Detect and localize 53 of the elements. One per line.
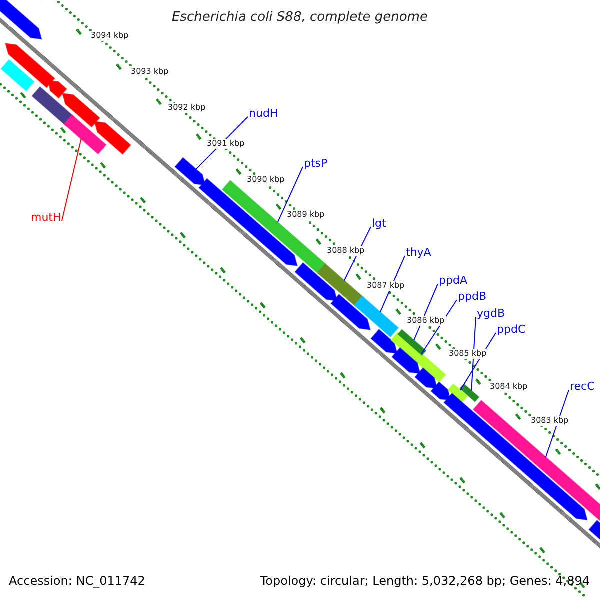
gene-label: thyA bbox=[406, 247, 432, 258]
gene-block bbox=[430, 382, 451, 400]
gene-block bbox=[370, 329, 398, 354]
scale-label: 3087 kbp bbox=[366, 281, 406, 291]
scale-label: 3088 kbp bbox=[326, 246, 366, 256]
gene-bar bbox=[0, 59, 35, 92]
gene-block bbox=[392, 347, 421, 374]
gene-bar bbox=[316, 263, 364, 307]
accession-text: Accession: NC_011742 bbox=[9, 575, 146, 587]
gene-bar bbox=[448, 383, 468, 404]
leader-line bbox=[471, 316, 476, 392]
gene-block bbox=[0, 0, 42, 40]
gene-block bbox=[5, 43, 56, 88]
scale-label: 3085 kbp bbox=[448, 349, 488, 359]
gene-block bbox=[330, 294, 371, 330]
gene-block bbox=[294, 262, 338, 302]
scale-label: 3094 kbp bbox=[90, 31, 130, 41]
gene-block bbox=[174, 157, 206, 186]
scale-label: 3086 kbp bbox=[406, 316, 446, 326]
gene-label: ptsP bbox=[304, 158, 328, 169]
gene-bar bbox=[64, 114, 107, 155]
gene-bar bbox=[588, 520, 600, 541]
gene-bar bbox=[472, 400, 600, 524]
genome-info-text: Topology: circular; Length: 5,032,268 bp; Genes: 4,894 bbox=[260, 575, 590, 587]
scale-label: 3089 kbp bbox=[286, 210, 326, 220]
leader-line bbox=[277, 166, 304, 223]
gene-label: ygdB bbox=[477, 308, 506, 319]
gene-label: recC bbox=[570, 381, 595, 392]
gene-label: lgt bbox=[372, 218, 386, 229]
scale-label: 3091 kbp bbox=[206, 139, 246, 149]
gene-bar bbox=[354, 296, 400, 338]
gene-block bbox=[48, 80, 68, 99]
gene-label: nudH bbox=[249, 108, 278, 119]
gene-label: mutH bbox=[31, 212, 62, 223]
gene-block bbox=[414, 368, 438, 390]
leader-line bbox=[62, 138, 82, 222]
gene-block bbox=[62, 93, 100, 128]
gene-bar bbox=[459, 383, 480, 403]
scale-label: 3092 kbp bbox=[167, 103, 207, 113]
map-title: Escherichia coli S88, complete genome bbox=[171, 11, 429, 24]
scale-label: 3093 kbp bbox=[130, 67, 170, 77]
scale-label: 3084 kbp bbox=[489, 382, 529, 392]
scale-label: 3090 kbp bbox=[246, 175, 286, 185]
gene-block bbox=[94, 121, 132, 155]
gene-bar bbox=[397, 329, 427, 356]
gene-label: ppdC bbox=[497, 324, 526, 335]
leader-line bbox=[421, 300, 458, 354]
gene-label: ppdA bbox=[439, 275, 468, 286]
leader-line bbox=[545, 390, 570, 458]
gene-bar bbox=[32, 86, 75, 127]
scale-label: 3083 kbp bbox=[530, 416, 570, 426]
gene-label: ppdB bbox=[458, 291, 486, 302]
gene-block bbox=[444, 392, 588, 521]
